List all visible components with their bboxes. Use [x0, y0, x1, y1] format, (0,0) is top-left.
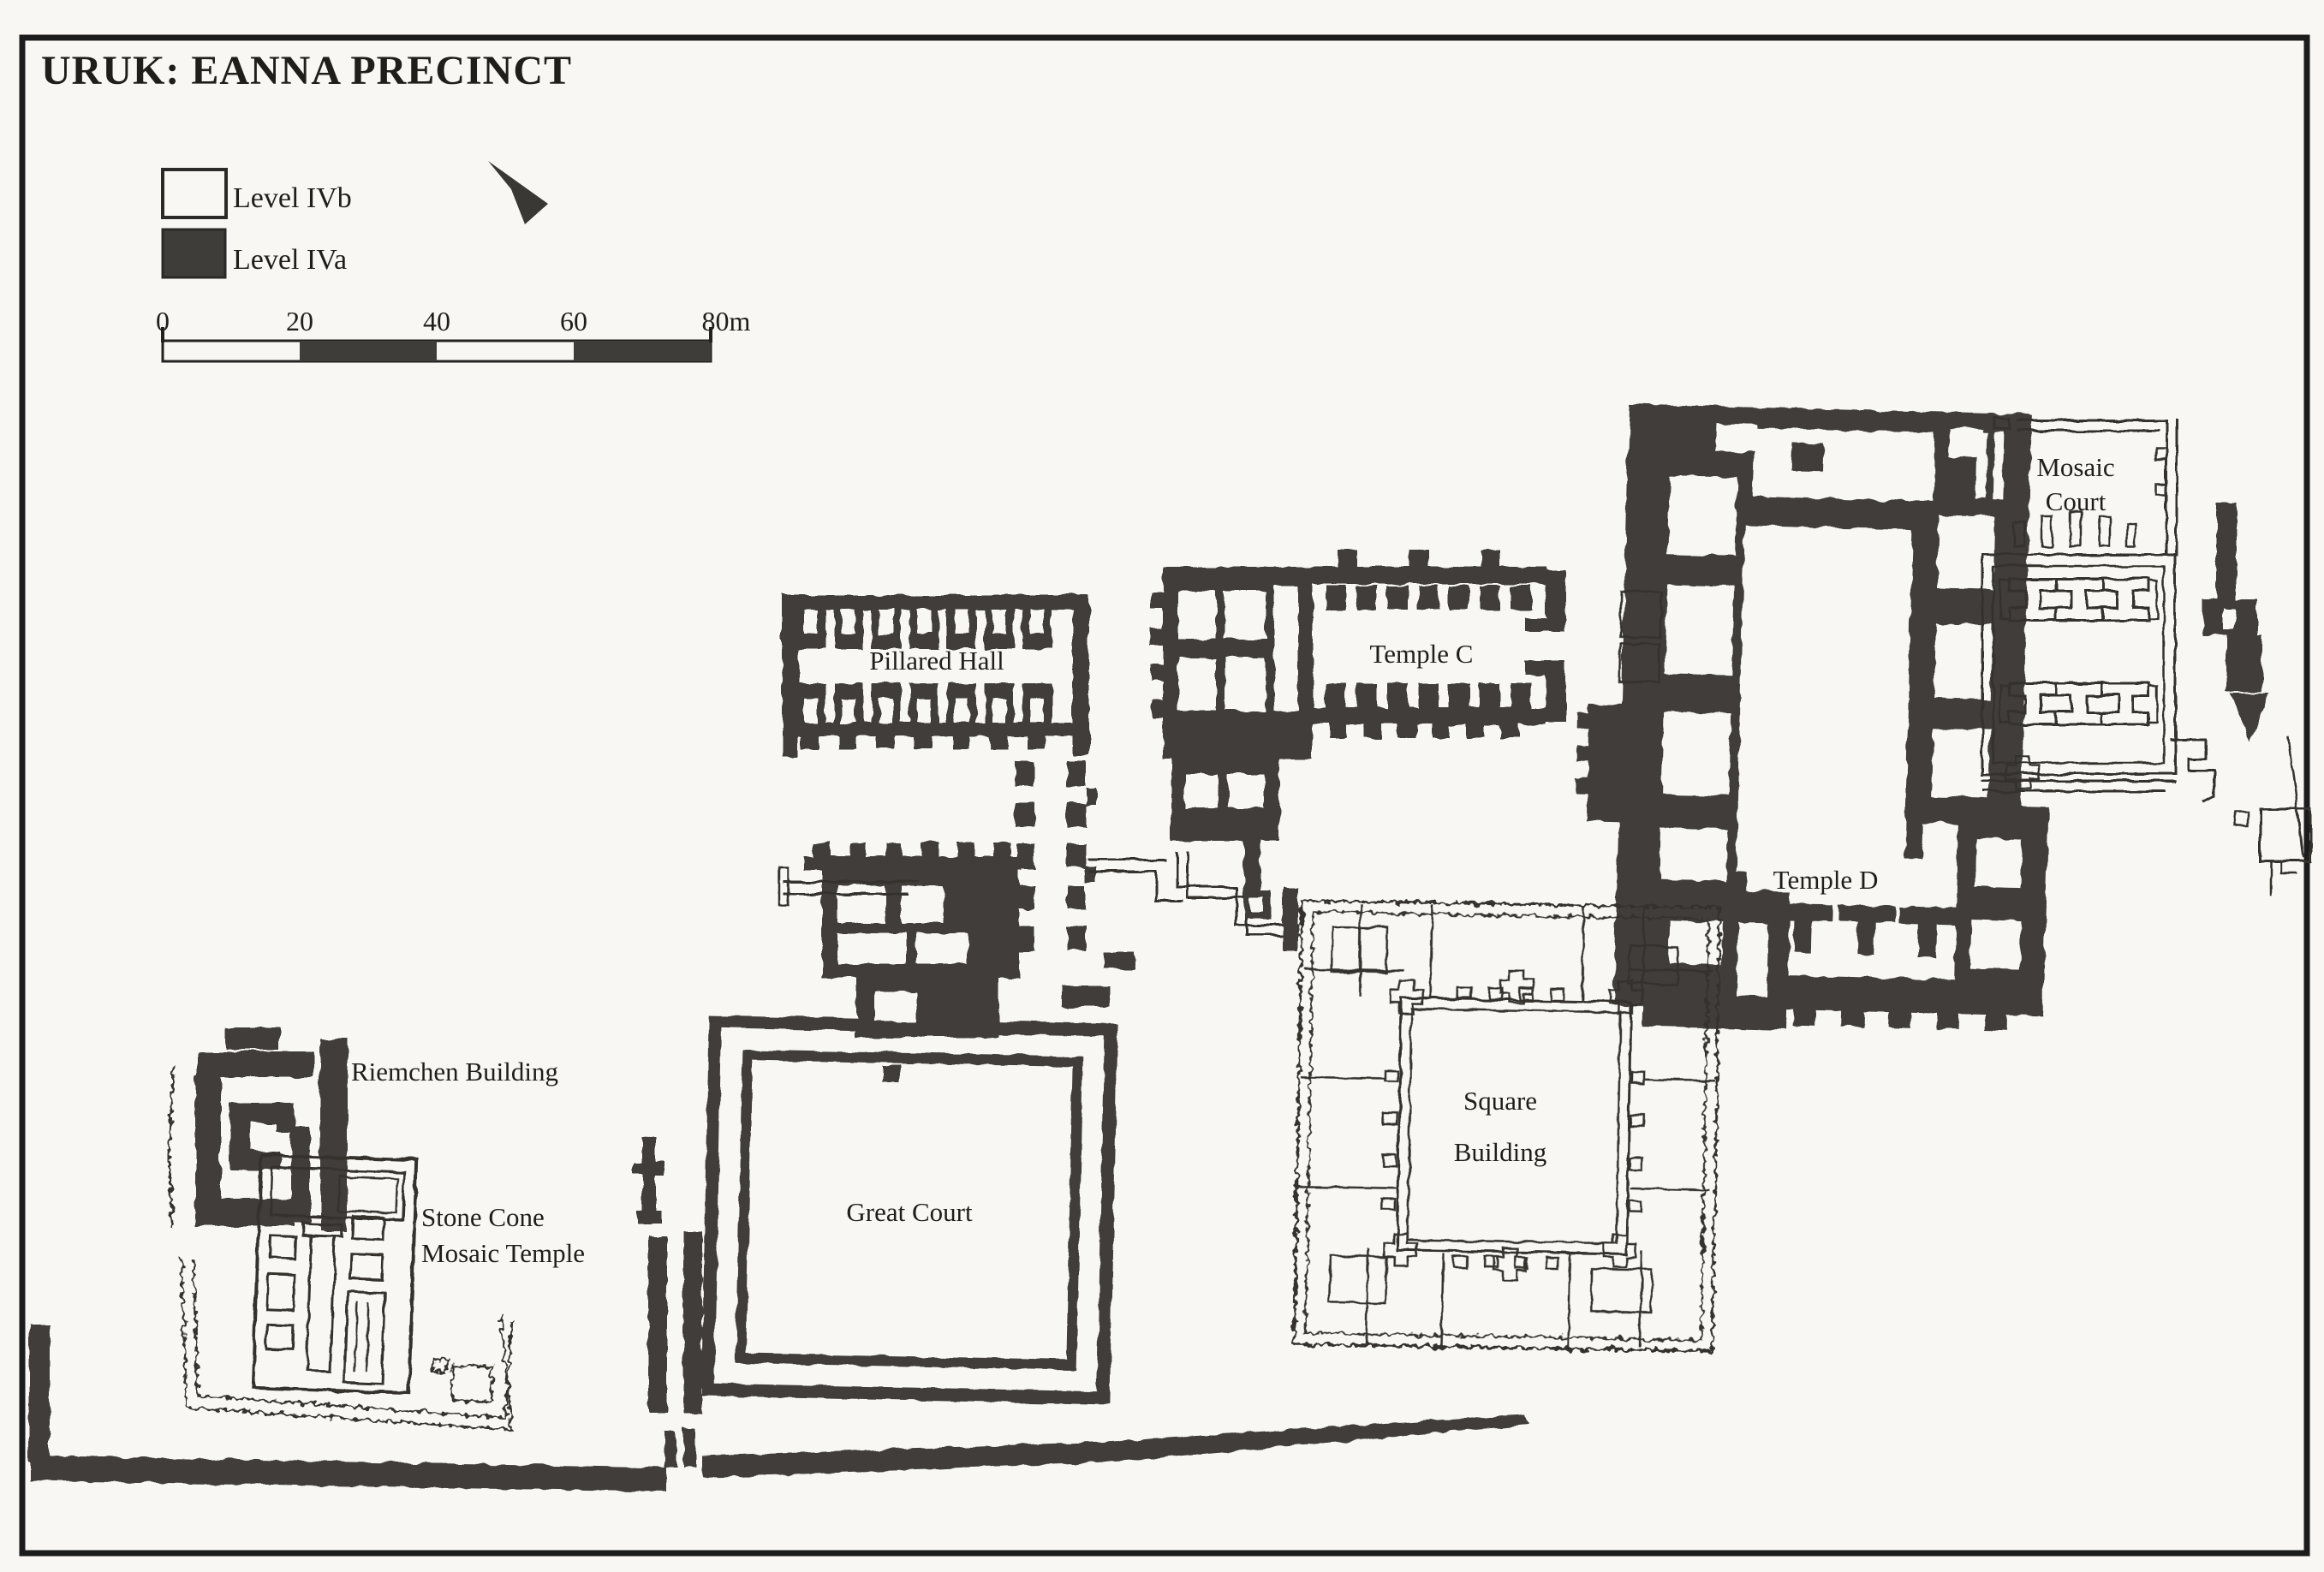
mosaic-court-label-line2: Court	[2046, 486, 2106, 516]
temple-c-label: Temple C	[1370, 639, 1474, 669]
scale-bar-tick-end	[709, 327, 712, 342]
pillared-hall-label: Pillared Hall	[869, 646, 1004, 676]
legend-swatch-level-ivb	[161, 168, 228, 219]
legend-swatch-level-iva	[161, 228, 227, 279]
scale-label-20: 20	[286, 306, 313, 336]
pillared-hall-walls	[782, 595, 1135, 1082]
riemchen-west-zigzag-wall	[167, 1063, 176, 1228]
wall-fragments-west-of-great-court	[634, 1137, 702, 1414]
scale-label-40: 40	[423, 306, 450, 336]
stone-cone-label-line2: Mosaic Temple	[421, 1238, 585, 1268]
enclosure-zigzag-wall	[180, 1255, 514, 1432]
scale-bar-segment-dark-1	[300, 341, 437, 361]
precinct-boundary-wall	[29, 1325, 1529, 1492]
stone-cone-mosaic-temple-walls	[251, 1152, 419, 1396]
square-building-label-line1: Square	[1463, 1086, 1537, 1116]
temple-d-label: Temple D	[1773, 865, 1879, 895]
mosaic-court-pillar-hall-walls	[1981, 553, 2312, 896]
wall-fragment-square-building-nw	[1283, 887, 1298, 952]
great-court-label: Great Court	[846, 1197, 973, 1227]
riemchen-building-label: Riemchen Building	[351, 1057, 558, 1087]
figure-frame	[19, 34, 2310, 1557]
scale-bar-segment-dark-2	[574, 341, 711, 361]
scale-bar: 0 20 40 60 80m	[156, 306, 751, 363]
scale-label-0: 0	[156, 306, 170, 336]
north-arrow-icon	[488, 161, 548, 224]
square-building-label-line2: Building	[1454, 1137, 1547, 1167]
mosaic-court-label-line1: Mosaic	[2036, 452, 2114, 482]
scale-label-60: 60	[560, 306, 587, 336]
pillared-hall-outline-walls	[778, 851, 1300, 937]
scale-label-80m: 80m	[702, 306, 751, 336]
mosaic-court-walls	[1992, 416, 2178, 790]
square-building-walls	[1292, 899, 1722, 1353]
page-title: URUK: EANNA PRECINCT	[41, 48, 572, 93]
temple-c-walls	[1151, 550, 1566, 918]
scale-bar-tick-start	[161, 327, 164, 342]
legend-label-level-iva: Level IVa	[233, 244, 347, 276]
map-labels: Riemchen Building Stone Cone Mosaic Temp…	[351, 452, 2115, 1268]
stone-cone-label-line1: Stone Cone	[421, 1202, 545, 1232]
wall-fragments-east-of-temple-d	[2202, 501, 2269, 741]
legend-label-level-ivb: Level IVb	[233, 182, 352, 214]
temple-d-walls	[1575, 403, 2049, 1031]
legend: Level IVb Level IVa	[161, 168, 352, 279]
